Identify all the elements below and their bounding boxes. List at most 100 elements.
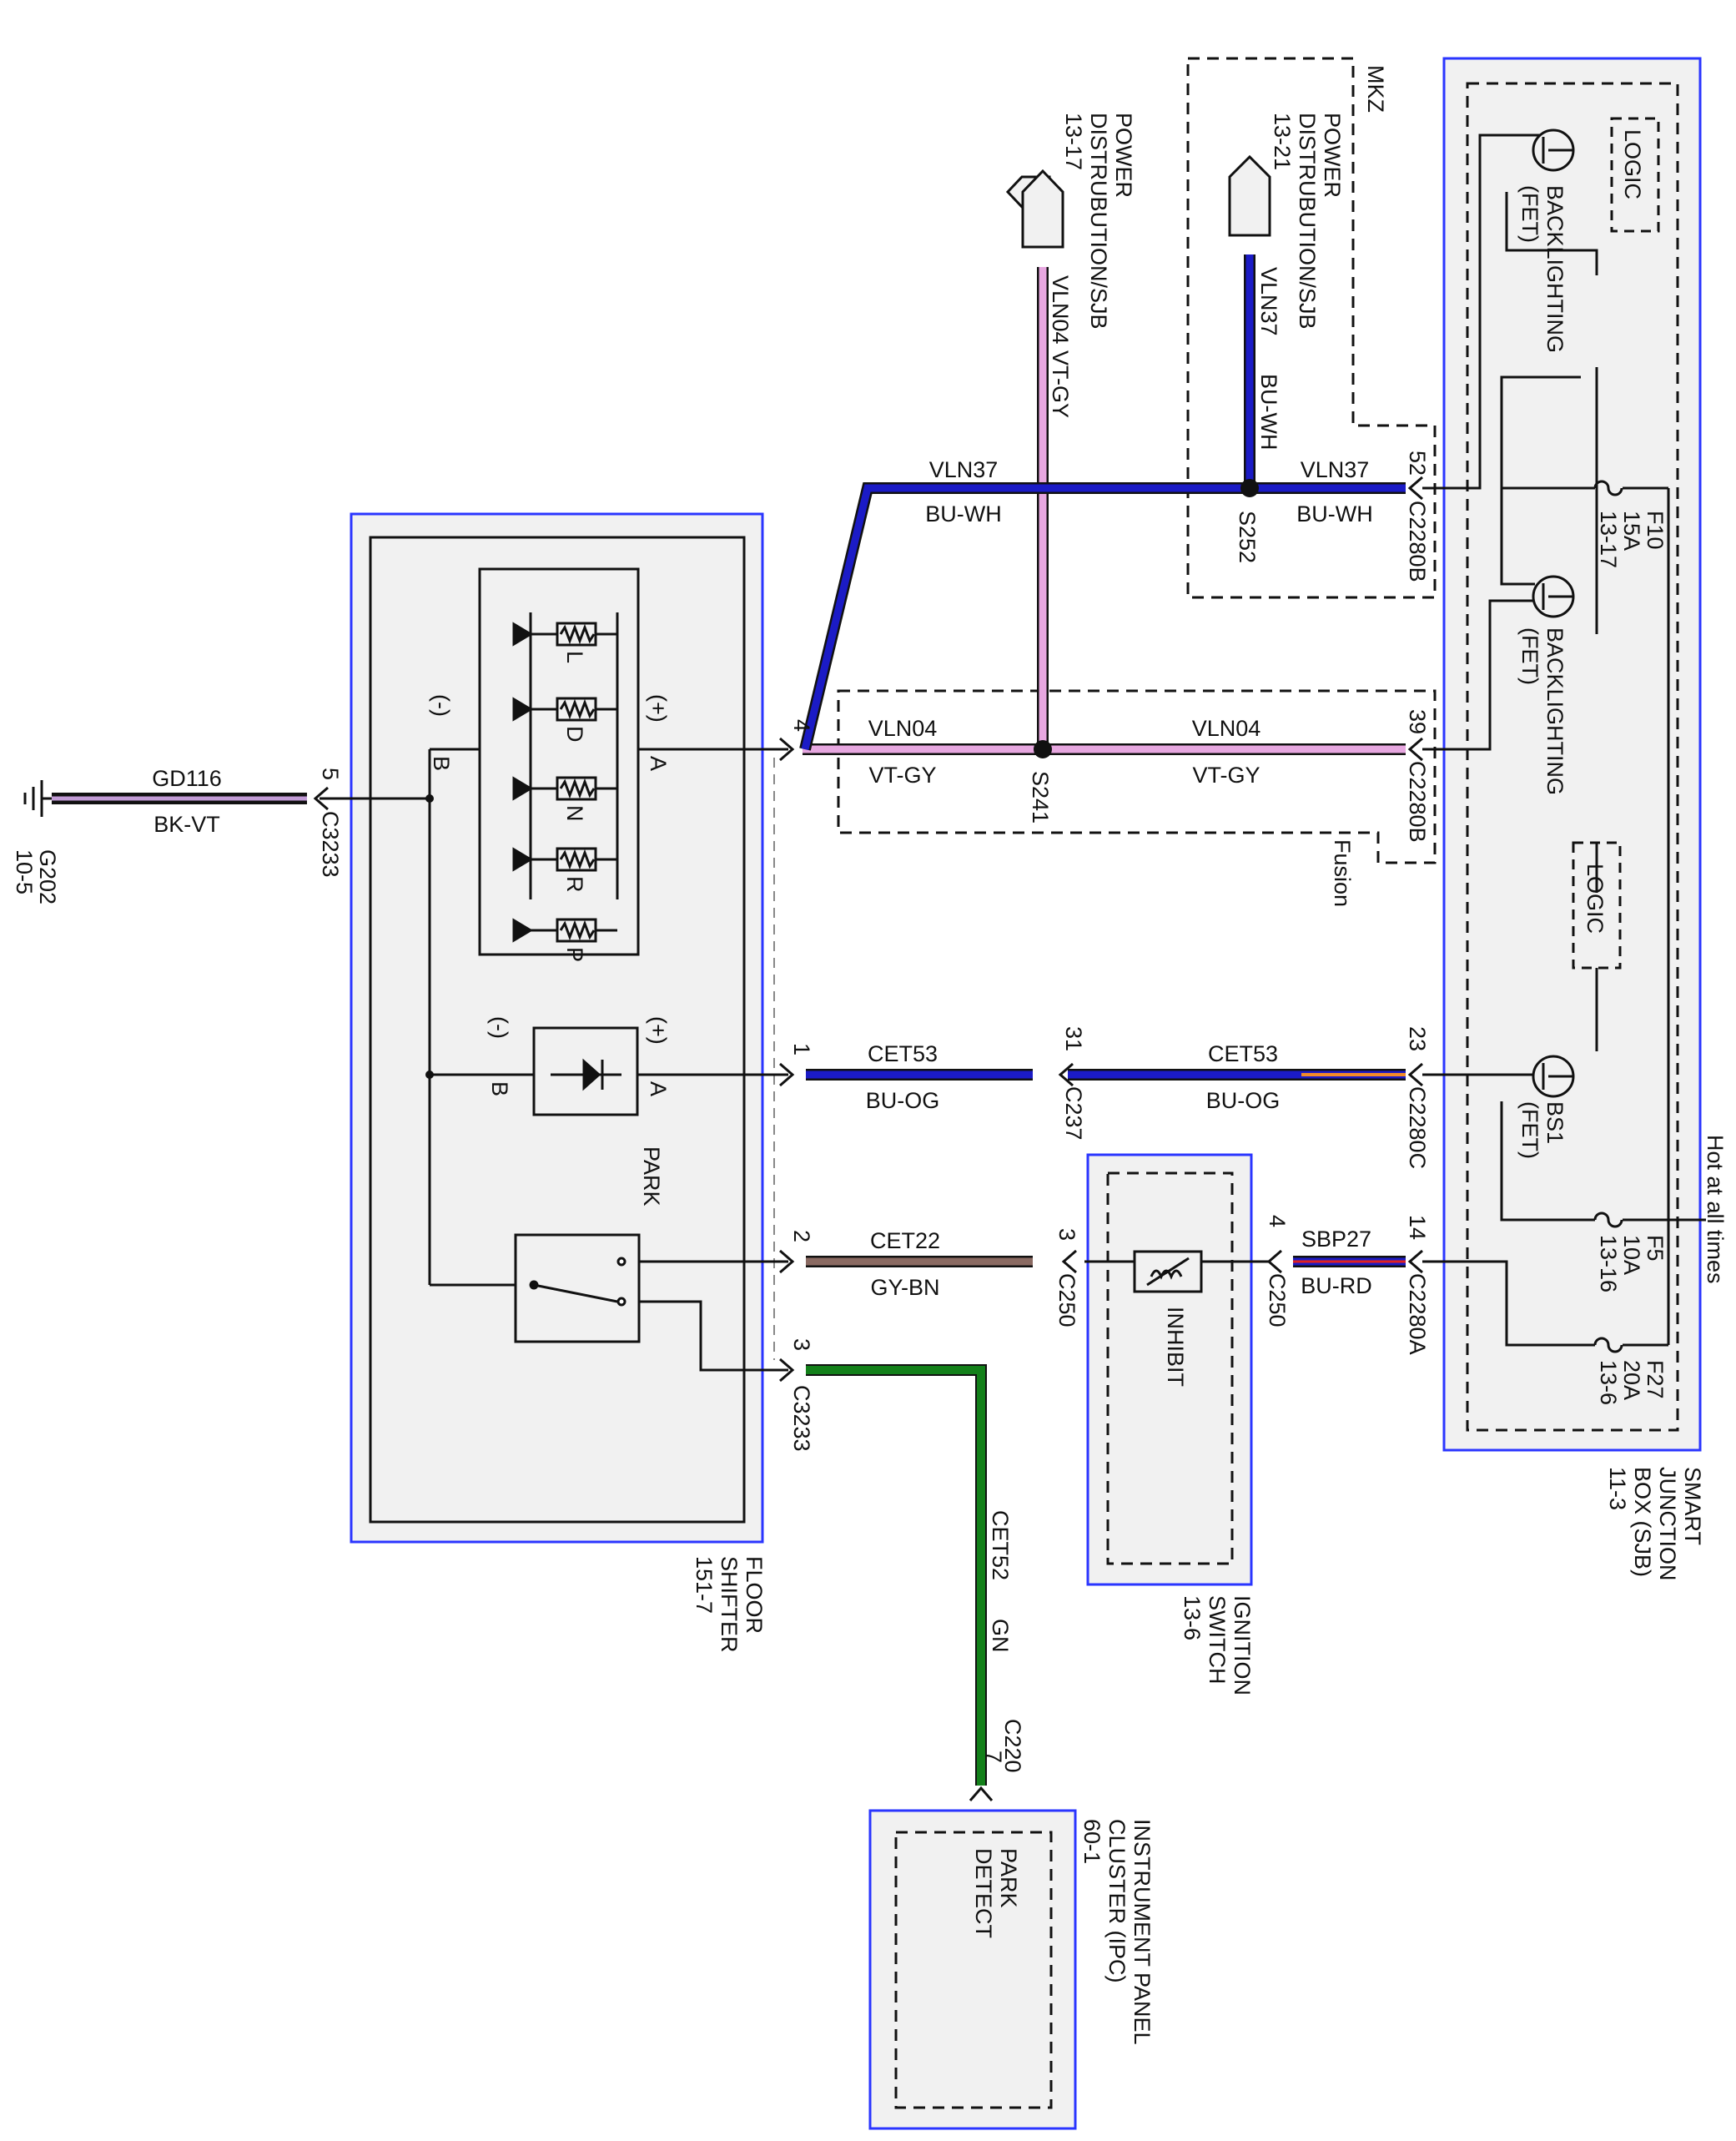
power-left-1: DISTRUBUTION/SJB [1086,113,1111,330]
sjb-module [1442,57,1702,1452]
power-dist-right-icon [1228,154,1271,237]
backlighting-mid-0: BACKLIGHTING [1542,627,1567,795]
power-left-0: POWER [1111,113,1136,198]
gear-resistor-zigzag-D [559,698,596,720]
ipc-name-1: CLUSTER (IPC) [1104,1819,1130,1983]
gear-resistor-zigzag-N [559,778,596,799]
inhibit-solenoid-icon [1084,1250,1269,1293]
wire-vln37-upper-color: BU-WH [1296,501,1372,526]
sjb-name-2: BOX (SJB) [1630,1467,1655,1577]
fuse-icons [1593,480,1623,1353]
gear-label-P: P [562,947,587,962]
shifter-plus-top: (+) [646,694,671,723]
shifter-junction-1 [425,794,434,803]
cet52-wire [806,1364,987,1786]
sjb-logic-mid-box [1572,841,1622,970]
pin-c2280b_top: 52 [1405,451,1430,476]
sjb-name-0: SMART [1680,1467,1705,1545]
bs1-label-0: BS1 [1542,1101,1567,1144]
pin-c237: 31 [1061,1026,1086,1051]
wire-vln37-vertical-circuit: VLN37 [1256,267,1281,336]
floor-shifter-name-0: FLOOR [742,1556,767,1634]
pin-c250_left: 3 [1054,1228,1079,1241]
conn-c3233_pin3: C3233 [789,1385,814,1452]
conn-c250_right: C250 [1265,1273,1290,1327]
inhibit-label: INHIBIT [1163,1307,1188,1387]
gear-label-L: L [562,651,587,663]
wire-cet22-color: GY-BN [870,1275,939,1300]
ignition-switch-name-1: SWITCH [1205,1595,1230,1684]
gear-leds [512,622,617,943]
wire-vln37-vertical-color: BU-WH [1256,374,1281,450]
gear-resistor-zigzag-P [559,919,596,941]
gear-led-N [512,776,533,801]
pin-shifter_pin2: 2 [789,1230,814,1242]
floor-shifter-name-2: 151-7 [692,1556,717,1614]
pin-c220: 7 [981,1751,1006,1763]
shifter-park: PARK [639,1146,664,1207]
wire-vln04-vertical-circuit: VLN04 [1048,275,1073,345]
gear-led-L [512,622,533,647]
fuse-f10-0: F10 [1643,511,1668,550]
shifter-b-top: B [429,756,454,771]
pin-c2280a: 14 [1405,1215,1430,1240]
sjb-name-3: 11-3 [1605,1467,1630,1510]
ignition-switch-module [1086,1153,1253,1586]
sjb-logic-top-box [1610,117,1660,233]
ipc-inner-0: PARK [996,1848,1021,1908]
backlighting-mid-1: (FET) [1517,627,1542,685]
wire-cet53-right-circuit: CET53 [1208,1041,1278,1066]
fuse-f5-2: 13-16 [1596,1235,1621,1292]
ipc-module [868,1809,1077,2130]
power-right-0: POWER [1320,113,1345,198]
backlighting-top-1: (FET) [1517,185,1542,243]
power-right-1: DISTRUBUTION/SJB [1295,113,1320,330]
pin-shifter_pin1: 1 [789,1043,814,1055]
wire-vln04-left-color: VT-GY [868,763,936,788]
wire-vln37-main-circuit: VLN37 [929,457,999,482]
shifter-b-mid: B [487,1081,512,1096]
pin-c2280b_mid: 39 [1405,709,1430,734]
gear-label-N: N [562,805,587,822]
splice-s241 [1034,740,1052,758]
bs1-label-1: (FET) [1517,1101,1542,1159]
connector-chevrons [313,476,1423,1801]
ipc-name-0: INSTRUMENT PANEL [1130,1819,1155,2045]
fuse-f5-0: F5 [1643,1235,1668,1262]
wire-vln37-main-color: BU-WH [925,501,1001,526]
wire-cet53-left-circuit: CET53 [868,1041,938,1066]
wire-vln37-upper-circuit: VLN37 [1301,457,1370,482]
hot-label: Hot at all times [1703,1135,1728,1284]
pin-c2280c: 23 [1405,1026,1430,1051]
pin-c3233_pin3: 3 [789,1338,814,1351]
ignition-switch-name-2: 13-6 [1180,1595,1205,1640]
wire-cet52-circuit: CET52 [988,1510,1013,1580]
fuse-f10-1: 15A [1619,511,1644,551]
conn-c250_left: C250 [1054,1273,1079,1327]
splice-s252 [1240,479,1259,497]
conn-c237: C237 [1061,1086,1086,1141]
fet-backlighting-top-icon [1532,128,1575,172]
park-lamp-icon [532,1026,639,1116]
wire-cet22-circuit: CET22 [870,1228,940,1253]
fuse-f27-0: F27 [1643,1360,1668,1399]
conn-c2280b_mid: C2280B [1405,761,1430,843]
ignition-switch-name-0: IGNITION [1230,1595,1255,1695]
fuse-f27-2: 13-6 [1596,1360,1621,1405]
wire-cet53-right-color: BU-OG [1206,1088,1281,1113]
wire-vln04-right-color: VT-GY [1192,763,1260,788]
backlighting-top-0: BACKLIGHTING [1542,185,1567,353]
ipc-inner-1: DETECT [971,1848,996,1938]
mkz-region [1186,57,1437,599]
conn-c2280c: C2280C [1405,1086,1430,1169]
fet-backlighting-mid-icon [1532,575,1575,618]
wire-vln04-vertical-color: VT-GY [1048,350,1073,418]
splice-s241-label: S241 [1028,771,1053,824]
wire-gd116-circuit: GD116 [152,766,222,791]
conn-c3233_pin5: C3233 [318,811,343,878]
shifter-junction-2 [425,1070,434,1079]
conn-c2280a: C2280A [1405,1273,1430,1355]
wire-gd116-color: BK-VT [153,812,220,837]
